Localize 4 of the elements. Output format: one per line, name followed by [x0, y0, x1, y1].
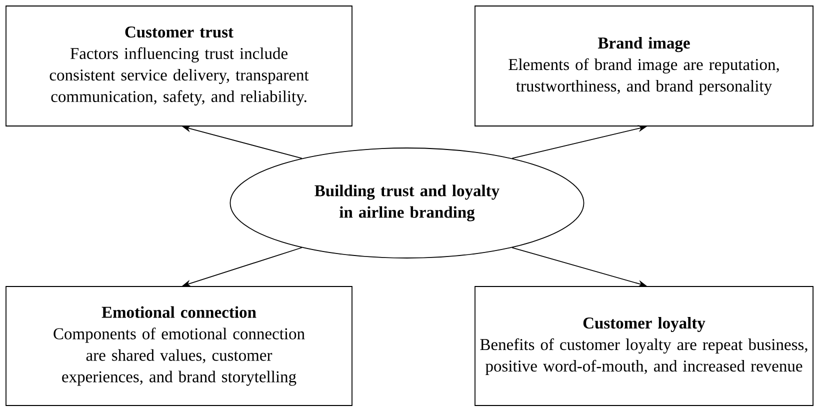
topic-box: Brand image Elements of brand image are reputation, trustworthiness, and brand personality: [474, 6, 814, 126]
topic-box: Emotional connection Components of emotional connection are shared values, customer experiences, and brand storytelling: [6, 286, 352, 406]
topic-box: Customer trust Factors influencing trust include consistent service delivery, transparent communication, safety, and reliability.: [6, 6, 352, 126]
topic-box: Customer loyalty Benefits of customer loyalty are repeat business, positive word-of-mouth, and increased revenue: [474, 286, 814, 406]
